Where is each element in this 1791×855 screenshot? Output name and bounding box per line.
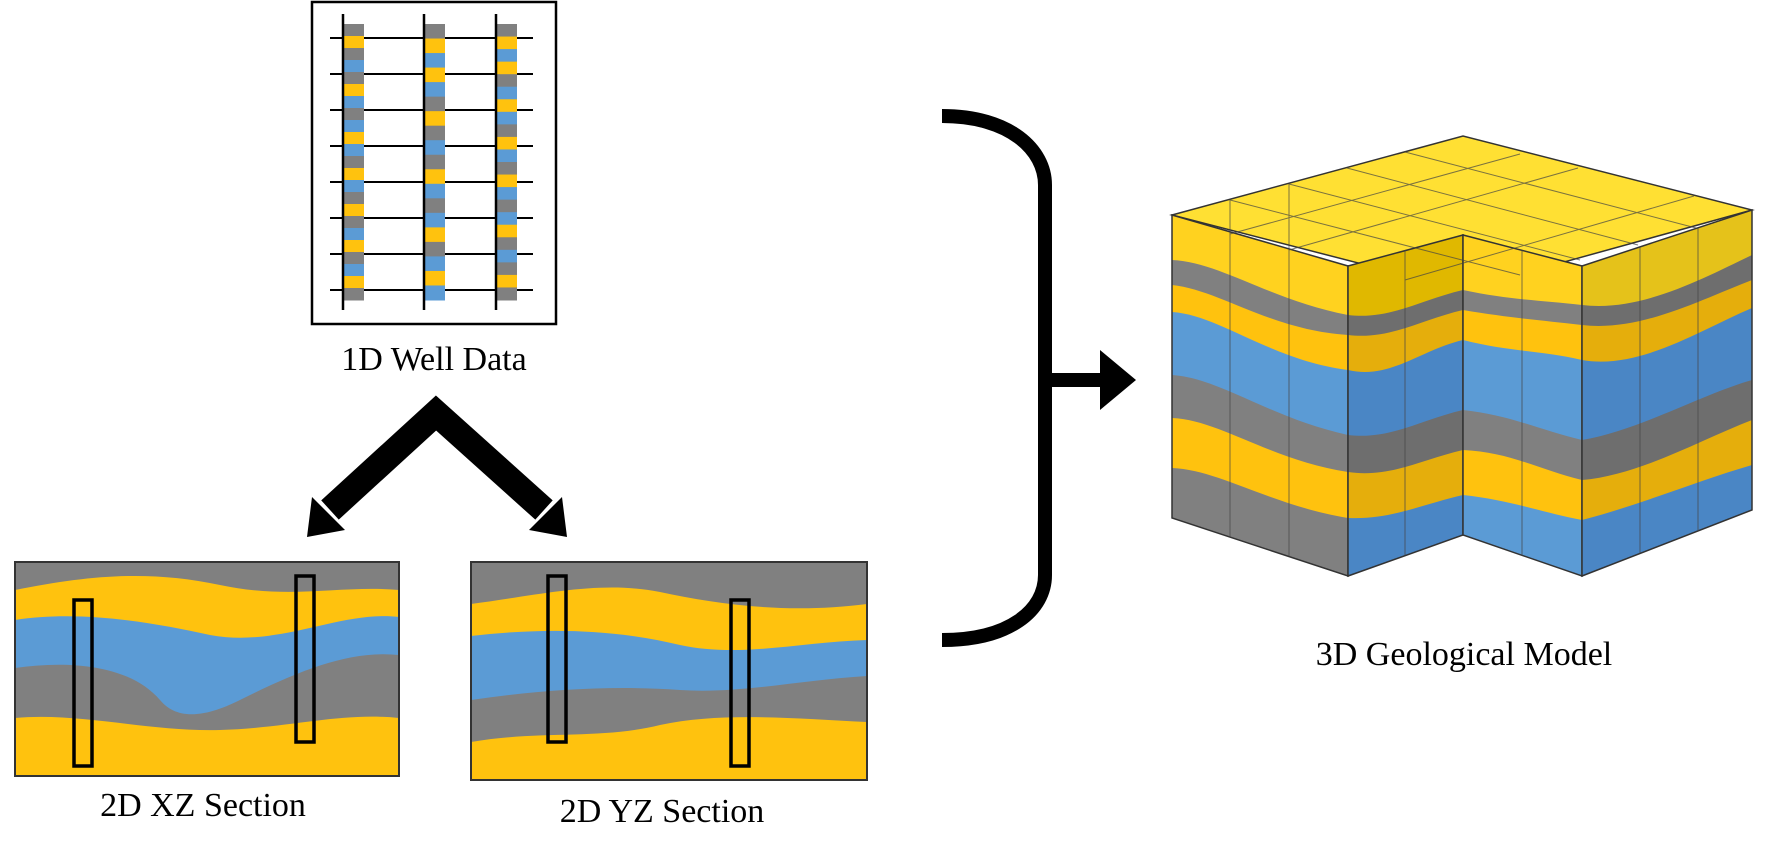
well-2-layer-yellow (425, 38, 445, 54)
well-3-layer-gray (497, 74, 517, 88)
well-3-layer-blue (497, 212, 517, 226)
well-2-layer-gray (425, 241, 445, 257)
well-3-layer-gray (497, 287, 517, 301)
split-arrow (307, 395, 567, 537)
split-arrow-right-head-icon (529, 497, 567, 537)
well-2-layer-yellow (425, 111, 445, 127)
well-2-layer-blue (425, 256, 445, 272)
well-2-layer-blue (425, 82, 445, 98)
well-1-layer-gray (344, 216, 364, 229)
well-2-layer-yellow (425, 169, 445, 185)
well-1-layer-gray (344, 156, 364, 169)
well-1-layer-gray (344, 192, 364, 205)
well-2-layer-gray (425, 24, 445, 40)
well-3-layer-yellow (497, 224, 517, 238)
well-3-layer-yellow (497, 99, 517, 113)
well-3-layer-blue (497, 187, 517, 201)
well-data-caption: 1D Well Data (341, 341, 526, 378)
well-3-layer-gray (497, 199, 517, 213)
well-1-layer-gray (344, 24, 364, 37)
well-1-layer-gray (344, 252, 364, 265)
yz-section-caption: 2D YZ Section (560, 793, 765, 830)
well-1-layer-blue (344, 120, 364, 133)
xz-well-marker-1 (72, 598, 94, 768)
well-2-layer-blue (425, 285, 445, 301)
model-3d-caption: 3D Geological Model (1316, 636, 1613, 673)
well-2-layer-yellow (425, 227, 445, 243)
well-3-layer-blue (497, 111, 517, 125)
well-2-layer-gray (425, 198, 445, 214)
well-1-layer-yellow (344, 240, 364, 253)
well-3-layer-yellow (497, 61, 517, 75)
split-arrow-shaft (321, 395, 553, 520)
split-arrow-left-head-icon (307, 497, 345, 537)
well-1-layer-yellow (344, 276, 364, 289)
well-3-layer-yellow (497, 136, 517, 150)
well-3-layer-blue (497, 49, 517, 63)
xz-section-frame (14, 561, 400, 777)
yz-layer-yellow-lower (471, 717, 867, 780)
merge-brace (941, 109, 1136, 647)
xz-section-panel (14, 561, 400, 777)
well-3-layer-yellow (497, 174, 517, 188)
well-3-layer-blue (497, 149, 517, 163)
well-1-layer-yellow (344, 204, 364, 217)
well-2-layer-gray (425, 125, 445, 141)
geological-model-3d (1169, 135, 1755, 578)
well-2-layer-yellow (425, 270, 445, 286)
well-3-layer-yellow (497, 274, 517, 288)
well-2-layer-blue (425, 212, 445, 228)
model-side-face (1581, 208, 1753, 578)
well-2-layer-gray (425, 154, 445, 170)
merge-brace-curve (941, 109, 1052, 647)
well-1-layer-yellow (344, 36, 364, 49)
well-2-layer-gray (425, 96, 445, 112)
well-1-layer-gray (344, 48, 364, 61)
well-data-panel (310, 0, 558, 326)
well-3-log (494, 14, 517, 310)
well-2-layer-yellow (425, 67, 445, 83)
model-grid-lines (1229, 151, 1699, 556)
yz-section-panel (470, 561, 868, 781)
well-3-layer-gray (497, 24, 517, 38)
well-1-layer-blue (344, 144, 364, 157)
well-columns (341, 14, 517, 310)
yz-well-marker-1 (546, 574, 568, 744)
well-1-log (341, 14, 364, 310)
well-2-layer-blue (425, 183, 445, 199)
well-1-layer-blue (344, 60, 364, 73)
xz-layer-yellow-lower (15, 716, 399, 776)
well-3-layer-yellow (497, 36, 517, 50)
well-2-log (422, 14, 445, 310)
well-1-layer-yellow (344, 132, 364, 145)
well-1-layer-yellow (344, 84, 364, 97)
well-2-layer-blue (425, 140, 445, 156)
well-3-layer-gray (497, 162, 517, 176)
well-3-layer-blue (497, 249, 517, 263)
well-3-layer-gray (497, 237, 517, 251)
well-1-layer-yellow (344, 168, 364, 181)
well-3-layer-gray (497, 262, 517, 276)
well-1-layer-gray (344, 108, 364, 121)
well-1-layer-blue (344, 264, 364, 277)
yz-section-frame (470, 561, 868, 781)
model-front-left-face (1171, 214, 1349, 578)
yz-well-marker-2 (729, 598, 751, 768)
well-1-layer-gray (344, 72, 364, 85)
well-3-layer-gray (497, 124, 517, 138)
well-2-layer-blue (425, 53, 445, 69)
merge-arrow-head-icon (1100, 350, 1136, 410)
well-1-layer-gray (344, 288, 364, 301)
xz-well-marker-2 (294, 574, 316, 744)
xz-section-caption: 2D XZ Section (100, 787, 306, 824)
well-1-layer-blue (344, 96, 364, 109)
well-3-layer-blue (497, 86, 517, 100)
well-1-layer-blue (344, 228, 364, 241)
well-1-layer-blue (344, 180, 364, 193)
